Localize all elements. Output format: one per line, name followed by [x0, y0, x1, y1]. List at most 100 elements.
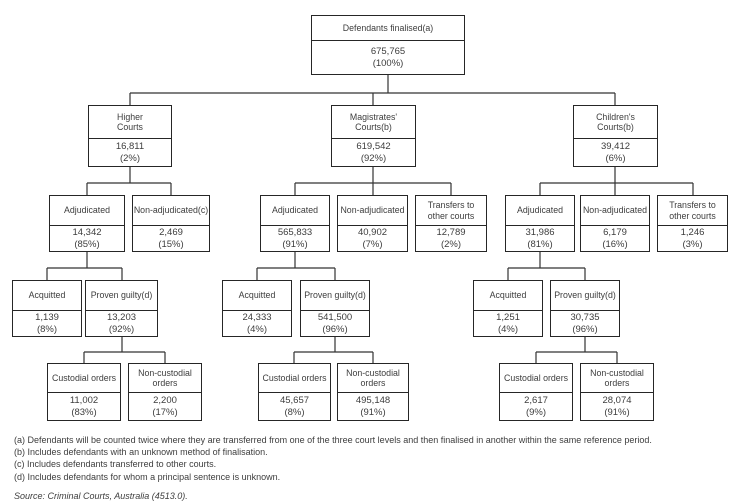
node-value: 45,657	[279, 395, 310, 406]
node-label: Adjudicated	[50, 196, 124, 226]
node-value: 40,902	[357, 227, 388, 238]
node-childrens-adjudicated: Adjudicated 31,986 (81%)	[505, 195, 575, 252]
node-pct: (92%)	[360, 152, 387, 164]
node-higher-courts: Higher Courts 16,811 (2%)	[88, 105, 172, 167]
node-value: 11,002	[69, 395, 99, 406]
node-pct: (8%)	[36, 323, 58, 335]
node-value: 495,148	[355, 395, 391, 406]
node-magistrates-adjudicated: Adjudicated 565,833 (91%)	[260, 195, 330, 252]
node-pct: (16%)	[602, 238, 628, 250]
node-pct: (85%)	[74, 238, 100, 250]
node-label: Acquitted	[474, 281, 542, 311]
node-childrens-acquitted: Acquitted 1,251 (4%)	[473, 280, 543, 337]
node-value: 1,139	[35, 312, 59, 323]
node-pct: (4%)	[246, 323, 268, 335]
node-pct: (9%)	[525, 406, 547, 418]
node-pct: (91%)	[604, 406, 630, 418]
node-value: 2,200	[153, 395, 177, 406]
footnotes: (a) Defendants will be counted twice whe…	[14, 434, 740, 501]
node-value: 2,617	[524, 395, 548, 406]
node-label: Non-custodial orders	[581, 364, 653, 393]
node-magistrates-non-custodial-orders: Non-custodial orders 495,148 (91%)	[337, 363, 409, 421]
node-label: Non-adjudicated(c)	[133, 196, 209, 226]
node-label: Acquitted	[13, 281, 81, 311]
node-pct: (91%)	[360, 406, 386, 418]
node-childrens-custodial-orders: Custodial orders 2,617 (9%)	[499, 363, 573, 421]
node-label: Non-custodial orders	[129, 364, 201, 393]
node-childrens-courts: Children's Courts(b) 39,412 (6%)	[573, 105, 658, 167]
node-higher-proven-guilty: Proven guilty(d) 13,203 (92%)	[85, 280, 158, 337]
node-value: 24,333	[242, 312, 272, 323]
node-pct: (7%)	[362, 238, 383, 250]
node-magistrates-courts: Magistrates' Courts(b) 619,542 (92%)	[331, 105, 416, 167]
node-pct: (81%)	[527, 238, 553, 250]
node-defendants-finalised: Defendants finalised(a) 675,765 (100%)	[311, 15, 465, 75]
node-value: 619,542	[356, 141, 391, 152]
node-pct: (6%)	[605, 152, 626, 164]
node-label: Acquitted	[223, 281, 291, 311]
node-value: 14,342	[72, 227, 102, 238]
node-value: 39,412	[600, 141, 631, 152]
node-label: Custodial orders	[500, 364, 572, 393]
node-childrens-proven-guilty: Proven guilty(d) 30,735 (96%)	[550, 280, 620, 337]
node-label: Proven guilty(d)	[86, 281, 157, 311]
node-value: 16,811	[115, 141, 145, 152]
node-pct: (15%)	[158, 238, 184, 250]
node-value: 12,789	[436, 227, 466, 238]
node-label: Transfers to other courts	[658, 196, 727, 226]
node-value: 13,203	[106, 312, 137, 323]
node-childrens-non-custodial-orders: Non-custodial orders 28,074 (91%)	[580, 363, 654, 421]
node-label: Children's Courts(b)	[574, 106, 657, 139]
source-note: Source: Criminal Courts, Australia (4513…	[14, 490, 188, 501]
node-magistrates-acquitted: Acquitted 24,333 (4%)	[222, 280, 292, 337]
node-label: Magistrates' Courts(b)	[332, 106, 415, 139]
node-magistrates-non-adjudicated: Non-adjudicated 40,902 (7%)	[337, 195, 408, 252]
node-label: Adjudicated	[261, 196, 329, 226]
node-label: Proven guilty(d)	[551, 281, 619, 311]
node-pct: (4%)	[497, 323, 519, 335]
node-pct: (2%)	[119, 152, 141, 164]
footnote-d: (d) Includes defendants for whom a princ…	[14, 471, 281, 482]
node-label: Higher Courts	[89, 106, 171, 139]
node-label: Transfers to other courts	[416, 196, 486, 226]
node-higher-non-adjudicated: Non-adjudicated(c) 2,469 (15%)	[132, 195, 210, 252]
node-childrens-non-adjudicated: Non-adjudicated 6,179 (16%)	[580, 195, 650, 252]
node-pct: (8%)	[284, 406, 305, 418]
node-value: 31,986	[525, 227, 555, 238]
node-magistrates-transfers: Transfers to other courts 12,789 (2%)	[415, 195, 487, 252]
node-value: 2,469	[159, 227, 183, 238]
node-pct: (83%)	[71, 406, 97, 418]
node-label: Non-custodial orders	[338, 364, 408, 393]
node-magistrates-proven-guilty: Proven guilty(d) 541,500 (96%)	[300, 280, 370, 337]
node-value: 565,833	[277, 227, 313, 238]
node-higher-non-custodial-orders: Non-custodial orders 2,200 (17%)	[128, 363, 202, 421]
node-value: 28,074	[602, 395, 632, 406]
node-label: Non-adjudicated	[338, 196, 407, 226]
footnote-c: (c) Includes defendants transferred to o…	[14, 459, 217, 470]
node-pct: (17%)	[152, 406, 178, 418]
node-pct: (91%)	[282, 238, 308, 250]
node-childrens-transfers: Transfers to other courts 1,246 (3%)	[657, 195, 728, 252]
node-pct: (100%)	[372, 57, 404, 69]
node-magistrates-custodial-orders: Custodial orders 45,657 (8%)	[258, 363, 331, 421]
node-value: 1,246	[680, 227, 705, 238]
node-higher-custodial-orders: Custodial orders 11,002 (83%)	[47, 363, 121, 421]
footnote-b: (b) Includes defendants with an unknown …	[14, 447, 268, 458]
node-label: Custodial orders	[259, 364, 330, 393]
node-label: Adjudicated	[506, 196, 574, 226]
node-label: Defendants finalised(a)	[312, 16, 464, 41]
node-pct: (2%)	[440, 238, 462, 250]
node-value: 6,179	[603, 227, 627, 238]
node-higher-adjudicated: Adjudicated 14,342 (85%)	[49, 195, 125, 252]
node-higher-acquitted: Acquitted 1,139 (8%)	[12, 280, 82, 337]
node-value: 30,735	[570, 312, 600, 323]
node-value: 675,765	[370, 46, 406, 57]
node-label: Custodial orders	[48, 364, 120, 393]
node-label: Proven guilty(d)	[301, 281, 369, 311]
node-value: 541,500	[317, 312, 353, 323]
node-pct: (96%)	[322, 323, 348, 335]
node-pct: (96%)	[572, 323, 598, 335]
footnote-a: (a) Defendants will be counted twice whe…	[14, 435, 652, 445]
